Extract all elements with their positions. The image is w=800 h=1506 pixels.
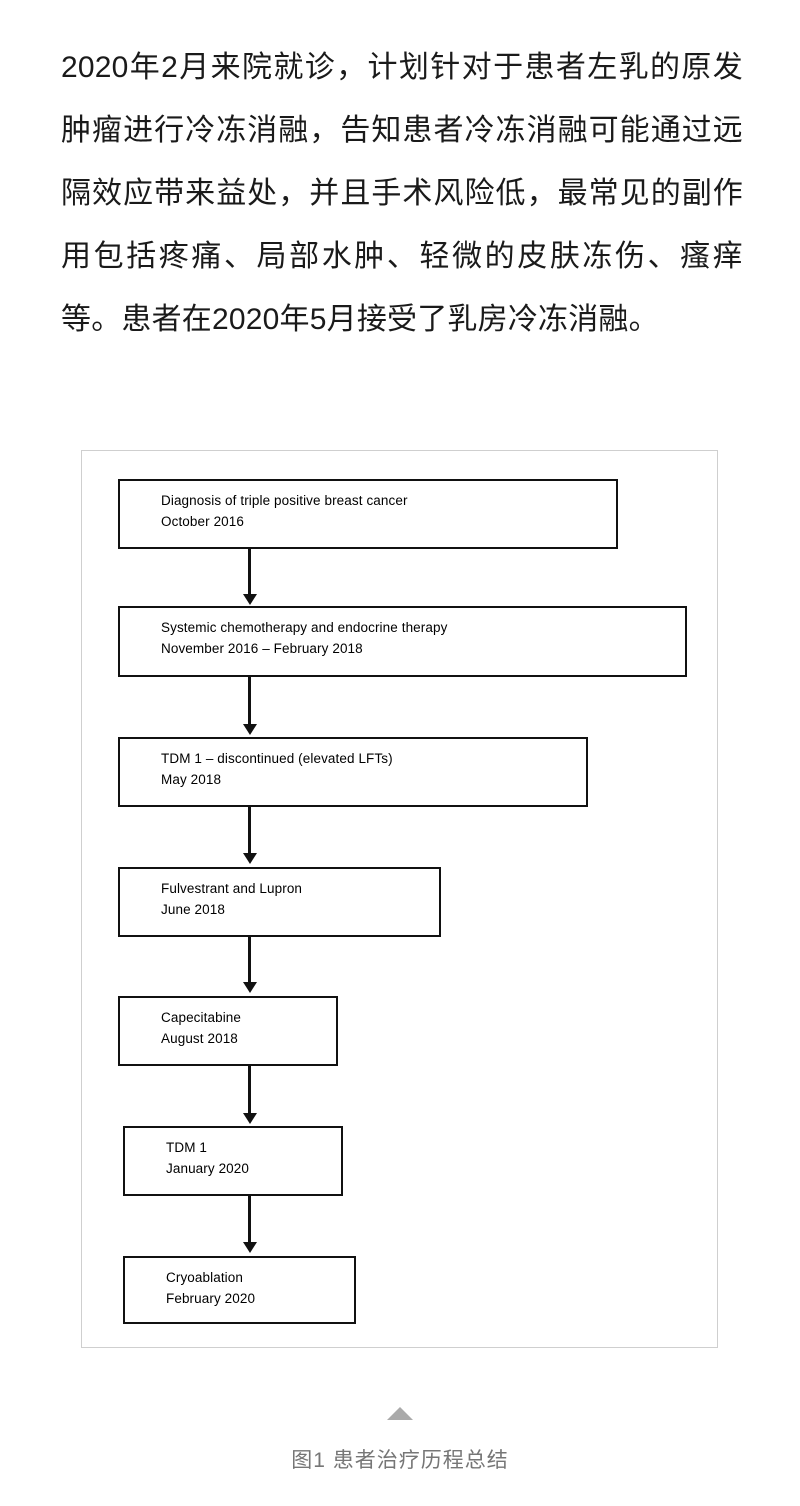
flow-node-date: January 2020 <box>166 1160 250 1176</box>
flow-node-title: Diagnosis of triple positive breast canc… <box>161 493 408 508</box>
flow-node-title: Systemic chemotherapy and endocrine ther… <box>161 620 448 635</box>
article-body-text: 2020年2月来院就诊，计划针对于患者左乳的原发肿瘤进行冷冻消融，告知患者冷冻消… <box>61 51 743 336</box>
flow-node-title: Fulvestrant and Lupron <box>161 881 303 896</box>
flow-node-tdm1: TDM 1 January 2020 <box>123 1126 343 1196</box>
flow-node-diagnosis: Diagnosis of triple positive breast canc… <box>118 479 618 549</box>
flow-node-date: June 2018 <box>161 901 225 917</box>
flow-arrow-3-4 <box>248 807 251 855</box>
flow-arrow-4-5 <box>248 937 251 984</box>
flow-node-fulvestrant-lupron: Fulvestrant and Lupron June 2018 <box>118 867 441 937</box>
flow-arrow-2-3 <box>248 677 251 726</box>
flow-node-date: February 2020 <box>166 1290 256 1306</box>
flow-node-title: Capecitabine <box>161 1010 242 1025</box>
flow-node-date: August 2018 <box>161 1030 238 1046</box>
flow-arrow-1-2 <box>248 549 251 596</box>
flow-node-title: TDM 1 <box>166 1140 207 1155</box>
triangle-up-icon[interactable] <box>387 1407 413 1420</box>
flow-node-chemo-endocrine: Systemic chemotherapy and endocrine ther… <box>118 606 687 677</box>
flow-node-capecitabine: Capecitabine August 2018 <box>118 996 338 1066</box>
flow-node-date: May 2018 <box>161 771 222 787</box>
flow-node-date: October 2016 <box>161 513 245 529</box>
flow-arrow-6-7 <box>248 1196 251 1244</box>
figure-container: Diagnosis of triple positive breast canc… <box>81 450 718 1348</box>
flow-node-date: November 2016 – February 2018 <box>161 640 363 656</box>
flow-node-title: TDM 1 – discontinued (elevated LFTs) <box>161 751 393 766</box>
flow-node-title: Cryoablation <box>166 1270 243 1285</box>
flow-arrow-5-6 <box>248 1066 251 1115</box>
flow-node-tdm1-discontinued: TDM 1 – discontinued (elevated LFTs) May… <box>118 737 588 807</box>
figure-caption: 图1 患者治疗历程总结 <box>291 1449 509 1472</box>
flow-node-cryoablation: Cryoablation February 2020 <box>123 1256 356 1324</box>
